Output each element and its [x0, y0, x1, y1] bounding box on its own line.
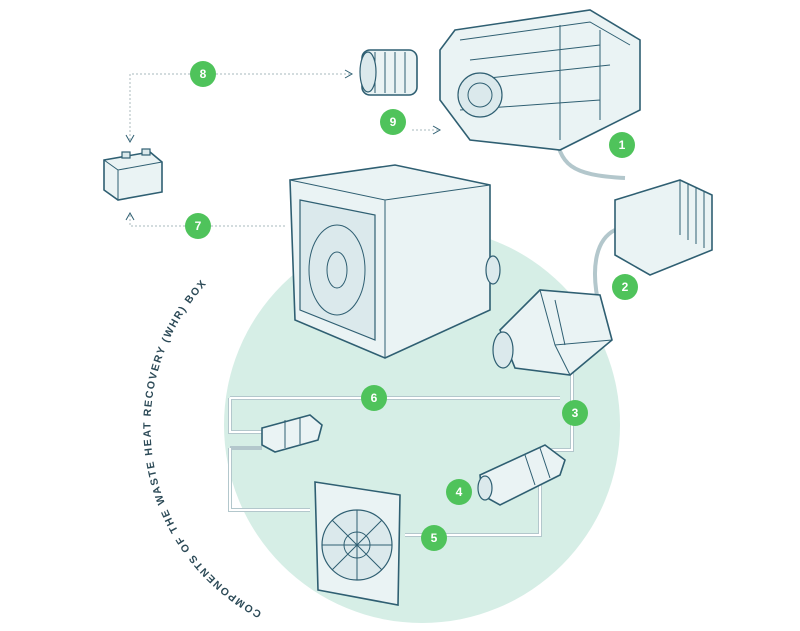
badge-7: 7	[185, 213, 211, 239]
badge-5: 5	[421, 525, 447, 551]
badge-6: 6	[361, 385, 387, 411]
badge-9: 9	[380, 109, 406, 135]
badge-8: 8	[190, 61, 216, 87]
svg-text:3: 3	[572, 406, 579, 420]
svg-text:4: 4	[456, 485, 463, 499]
svg-text:5: 5	[431, 531, 438, 545]
svg-text:8: 8	[200, 67, 207, 81]
charge-cooler-illustration	[614, 179, 713, 276]
svg-text:7: 7	[195, 219, 202, 233]
badge-3: 3	[562, 400, 588, 426]
svg-text:1: 1	[619, 138, 626, 152]
oil-filter-illustration	[359, 49, 418, 96]
badge-1: 1	[609, 132, 635, 158]
svg-text:9: 9	[390, 115, 397, 129]
svg-text:6: 6	[371, 391, 378, 405]
valve-illustration	[261, 414, 323, 453]
badge-4: 4	[446, 479, 472, 505]
pump-illustration	[477, 444, 566, 506]
arrow-heads	[125, 69, 442, 221]
connector-lines	[129, 73, 626, 537]
radiator-fan-illustration	[314, 481, 401, 606]
battery-illustration	[103, 148, 163, 201]
svg-text:2: 2	[622, 280, 629, 294]
whr-box-illustration	[289, 164, 501, 359]
engine-illustration	[439, 9, 641, 151]
heat-exchanger-illustration	[492, 289, 613, 376]
badge-2: 2	[612, 274, 638, 300]
